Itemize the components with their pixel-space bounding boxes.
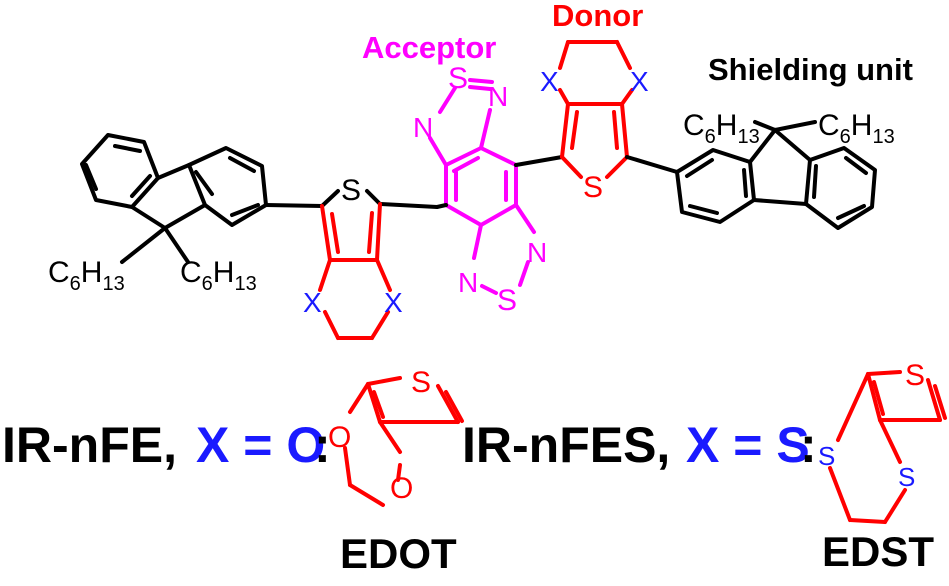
acceptor-core (428, 78, 564, 295)
acceptor-bottom-s: S (497, 284, 517, 317)
edst-structure (828, 370, 947, 524)
acceptor-bottom-n-right: N (527, 237, 547, 268)
edot-label: EDOT (340, 530, 457, 577)
acceptor-top-n-left: N (413, 112, 433, 143)
right-c6h13-b: C6H13 (818, 109, 895, 148)
donor-label: Donor (552, 0, 643, 33)
left-fluorene (80, 133, 324, 264)
donor-thiophene-s: S (583, 171, 603, 204)
colon-2: : (800, 417, 817, 473)
left-thiophene-s: S (341, 174, 361, 207)
edot-o-1: O (328, 421, 351, 454)
edst-s-left: S (818, 441, 835, 471)
left-x-2: X (384, 287, 403, 318)
edot-structure (343, 376, 464, 507)
edst-s-right: S (898, 462, 915, 492)
acceptor-label: Acceptor (362, 30, 496, 65)
edst-s-top: S (905, 359, 925, 392)
ir-nfes-label: IR-nFES, (462, 417, 670, 473)
edot-o-2: O (390, 472, 413, 505)
edot-s: S (411, 366, 431, 399)
ir-nfe-label: IR-nFE, (2, 417, 177, 473)
acceptor-top-n-right: N (488, 81, 508, 112)
x-equals-o-label: X = O (196, 417, 325, 473)
left-x-1: X (303, 287, 322, 318)
left-thiophene (318, 189, 439, 340)
right-fluorene (675, 120, 877, 230)
acceptor-bottom-n-left: N (458, 267, 478, 298)
donor-thiophene (558, 40, 679, 179)
donor-x-1: X (540, 66, 559, 97)
edst-label: EDST (822, 528, 934, 575)
left-c6h13-a: C6H13 (48, 256, 125, 295)
shielding-unit-label: Shielding unit (708, 52, 913, 87)
right-c6h13-a: C6H13 (683, 109, 760, 148)
left-c6h13-b: C6H13 (180, 256, 257, 295)
colon-1: : (314, 417, 331, 473)
donor-x-2: X (630, 66, 649, 97)
x-equals-s-label: X = S (686, 417, 810, 473)
acceptor-top-s: S (448, 62, 468, 95)
